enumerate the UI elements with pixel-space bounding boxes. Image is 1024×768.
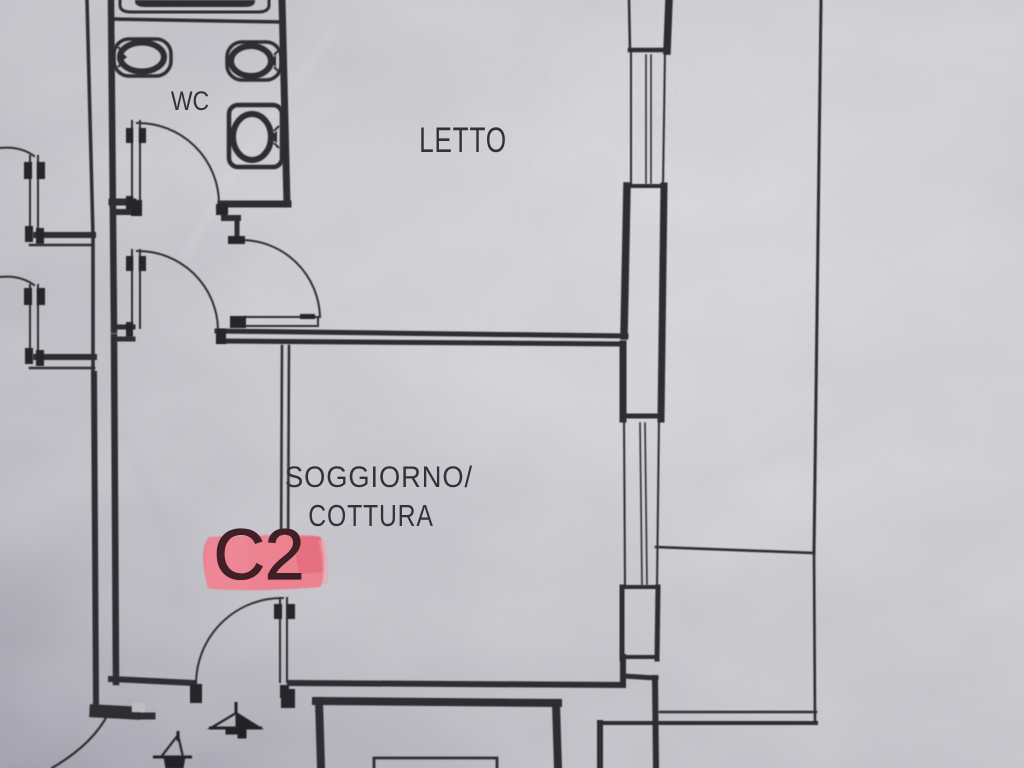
- svg-text:SOGGIORNO/: SOGGIORNO/: [285, 461, 473, 494]
- svg-text:C2: C2: [214, 516, 305, 595]
- svg-text:WC: WC: [171, 86, 209, 116]
- svg-text:COTTURA: COTTURA: [308, 498, 433, 532]
- svg-text:LETTO: LETTO: [419, 120, 507, 160]
